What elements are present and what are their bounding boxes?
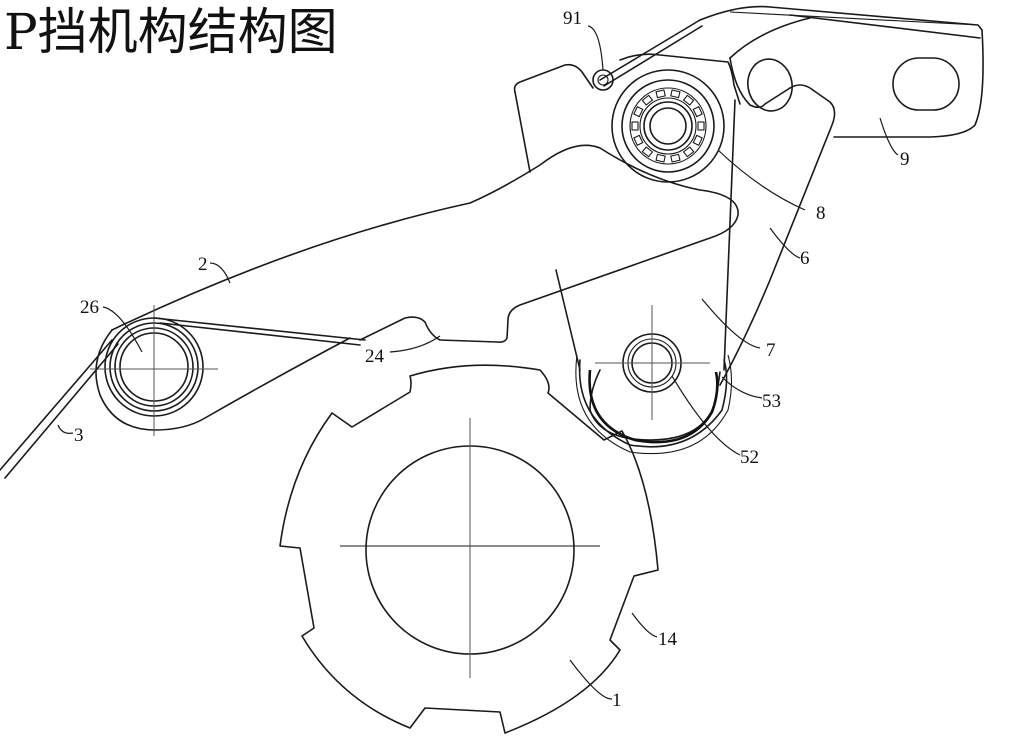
label-2: 2 [198, 254, 208, 275]
bearing-roller [633, 106, 644, 118]
part-6-lever [513, 53, 836, 386]
bearing-roller [692, 134, 703, 146]
label-1: 1 [612, 690, 622, 711]
label-91: 91 [563, 8, 582, 29]
spring-3 [0, 317, 366, 479]
label-24: 24 [365, 346, 385, 367]
label-26: 26 [80, 297, 99, 318]
label-14: 14 [658, 629, 678, 650]
label-7: 7 [766, 340, 776, 361]
pivot-26 [90, 305, 218, 436]
label-53: 53 [762, 391, 781, 412]
spring-91 [592, 19, 703, 91]
bearing-roller [697, 121, 705, 131]
part-9-bracket [699, 5, 984, 138]
part-7-arm [575, 354, 733, 455]
label-8: 8 [816, 203, 826, 224]
bearing-roller [655, 89, 666, 99]
bearing-roller [670, 89, 681, 99]
label-9: 9 [900, 149, 910, 170]
bearing-roller [682, 146, 695, 158]
bearing-roller [670, 153, 681, 163]
bearing-roller [631, 121, 639, 131]
label-3: 3 [74, 425, 84, 446]
part-1-gear [279, 364, 659, 734]
bearing-roller [633, 134, 644, 146]
bearing-roller [682, 94, 695, 106]
roller-52 [595, 305, 710, 420]
part-2-pawl [95, 144, 739, 431]
diagram-title: P挡机构结构图 [4, 3, 338, 61]
label-6: 6 [800, 248, 810, 269]
leader-lines [57, 25, 899, 700]
bearing-roller [655, 153, 666, 163]
bearing-roller [641, 94, 654, 106]
bearing-roller [692, 106, 703, 118]
label-52: 52 [740, 447, 759, 468]
bearing-roller [641, 146, 654, 158]
